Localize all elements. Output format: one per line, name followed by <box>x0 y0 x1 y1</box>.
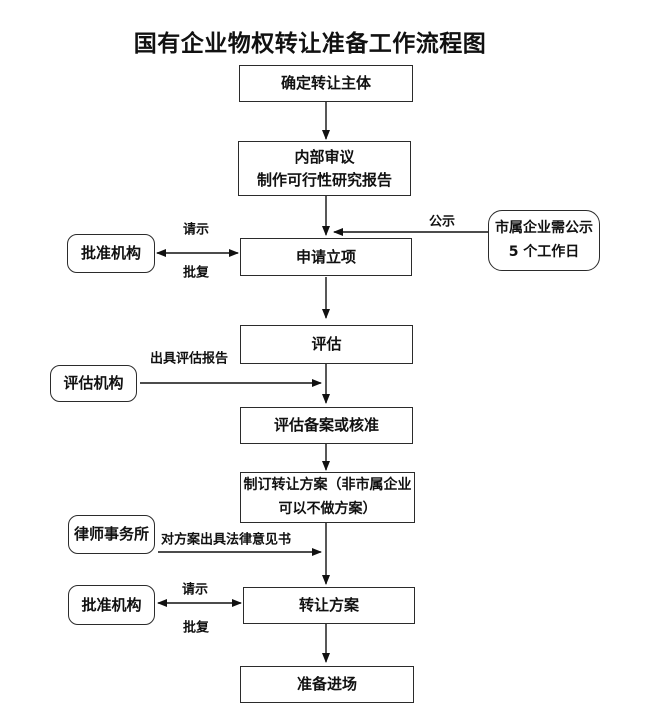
entity-assessment-org: 评估机构 <box>50 365 137 402</box>
step-label: 转让方案 <box>298 596 359 615</box>
entity-label-line1: 市属企业需公示 <box>495 219 593 236</box>
edge-label-assessment-report: 出具评估报告 <box>149 351 229 367</box>
edge-label-legal-opinion: 对方案出具法律意见书 <box>160 532 292 548</box>
entity-label: 评估机构 <box>63 374 124 393</box>
step-label: 准备进场 <box>296 675 357 694</box>
edge-label-public-notice: 公示 <box>428 214 456 230</box>
step-draft-transfer-plan: 制订转让方案（非市属企业 可以不做方案） <box>240 472 415 523</box>
step-label-line2: 制作可行性研究报告 <box>256 171 392 189</box>
step-label-line1: 内部审议 <box>294 147 355 166</box>
entity-approval-org-2: 批准机构 <box>68 585 155 625</box>
step-label: 确定转让主体 <box>280 74 371 93</box>
entity-label: 律师事务所 <box>73 525 149 544</box>
step-assessment-filing: 评估备案或核准 <box>240 407 413 444</box>
flowchart-title: 国有企业物权转让准备工作流程图 <box>133 31 487 57</box>
entity-label-line2: 5 个工作日 <box>508 244 580 260</box>
edge-label-request-2: 请示 <box>181 582 209 598</box>
edge-label-reply-2: 批复 <box>182 620 210 636</box>
entity-law-firm: 律师事务所 <box>68 515 155 554</box>
entity-public-notice-note: 市属企业需公示 5 个工作日 <box>488 210 600 271</box>
entity-label: 批准机构 <box>80 244 141 263</box>
edge-label-reply-1: 批复 <box>182 265 210 281</box>
step-internal-review: 内部审议 制作可行性研究报告 <box>238 141 411 196</box>
step-determine-transfer-subject: 确定转让主体 <box>239 65 413 102</box>
step-label: 评估备案或核准 <box>273 416 379 435</box>
step-apply-project: 申请立项 <box>240 238 412 276</box>
step-prepare-entry: 准备进场 <box>240 666 414 703</box>
edge-label-request-1: 请示 <box>182 222 210 238</box>
step-label: 评估 <box>311 335 342 354</box>
step-label-line2: 可以不做方案） <box>278 500 377 517</box>
step-assessment: 评估 <box>240 325 413 364</box>
step-transfer-plan: 转让方案 <box>243 587 415 624</box>
entity-approval-org-1: 批准机构 <box>67 234 155 273</box>
step-label: 申请立项 <box>295 247 356 266</box>
step-label-line1: 制订转让方案（非市属企业 <box>243 477 412 494</box>
entity-label: 批准机构 <box>81 595 142 614</box>
